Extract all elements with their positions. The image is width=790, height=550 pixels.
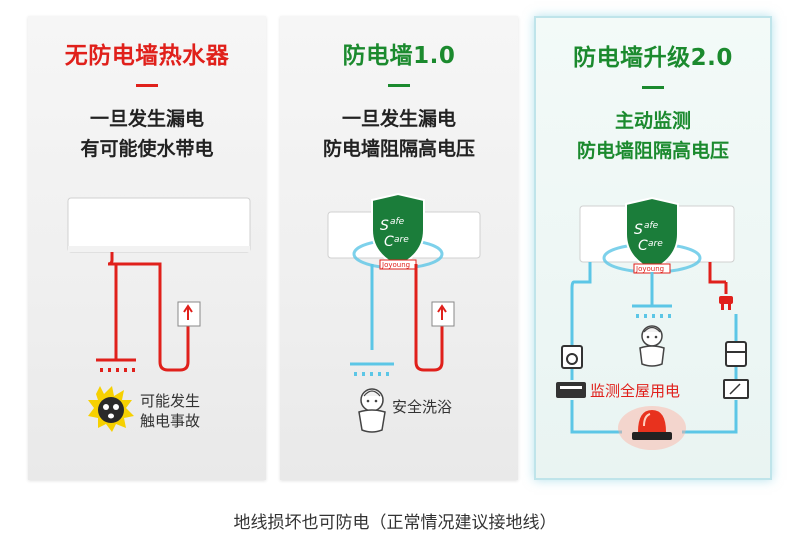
panel-line-2: 有可能使水带电 [80,138,214,160]
safe-care-shield-icon: S afe C are Joyoung [625,196,679,274]
panel-title: 防电墙升级2.0 [573,45,733,71]
wire-loop [116,262,190,372]
red-feed [708,262,726,284]
air-conditioner-icon [556,382,586,398]
plug-icon [719,296,733,310]
title-underline [388,84,410,87]
diagram-wall-2: S afe C are Joyoung [556,196,774,450]
panel-no-wall: 无防电墙热水器 一旦发生漏电 有可能使水带电 可能发生 触电事故 [28,16,266,480]
bottom-left-circuit [570,400,622,434]
tv-icon [723,379,749,399]
water-drops [100,368,135,372]
left-circuit [570,262,592,348]
safe-bath-label: 安全洗浴 [392,398,452,416]
panel-line-2: 防电墙阻隔高电压 [576,140,729,162]
svg-text:afe: afe [644,221,659,231]
shock-person-icon [88,386,134,432]
bathing-person-icon [639,325,665,367]
panel-line-1: 一旦发生漏电 [341,108,456,130]
arrow-up-icon [437,304,447,320]
svg-text:are: are [648,239,663,249]
svg-text:C: C [384,234,394,250]
water-heater [67,197,251,253]
refrigerator-icon [725,341,747,367]
svg-text:C: C [638,238,648,254]
arrow-up-icon [183,304,193,320]
panel-title: 防电墙1.0 [342,43,456,69]
title-underline [136,84,158,87]
wire-loop [414,264,444,372]
svg-text:afe: afe [390,217,405,227]
panel-line-1: 主动监测 [614,110,691,132]
panel-title: 无防电墙热水器 [64,43,230,69]
bathing-person-icon [358,388,386,433]
panel-line-1: 一旦发生漏电 [89,108,204,130]
svg-text:S: S [634,222,643,238]
svg-text:Joyoung: Joyoung [381,261,410,269]
bottom-right-circuit [682,400,738,434]
water-drops [354,372,389,376]
shock-label-1: 可能发生 [140,392,200,410]
svg-text:Joyoung: Joyoung [635,265,664,273]
panel-line-2: 防电墙阻隔高电压 [322,138,475,160]
footer-caption: 地线损坏也可防电（正常情况建议接地线） [233,513,557,533]
water-heater-base [68,246,250,252]
monitor-label: 监测全屋用电 [590,382,680,400]
safe-care-shield-icon: S afe C are Joyoung [371,192,425,270]
title-underline [642,86,664,89]
svg-text:S: S [380,218,389,234]
panel-wall-2: 防电墙升级2.0 主动监测 防电墙阻隔高电压 S afe C are Joyou… [534,16,772,480]
svg-text:are: are [394,235,409,245]
panel-wall-1: 防电墙1.0 一旦发生漏电 防电墙阻隔高电压 S afe C are Joyou… [280,16,518,480]
shock-label-2: 触电事故 [140,412,200,430]
water-drops [636,314,671,318]
alarm-light-icon [618,406,686,450]
diagram-no-wall: 可能发生 触电事故 [67,197,251,432]
hot-pipe [107,252,120,266]
diagram-wall-1: S afe C are Joyoung 安全洗浴 [327,192,481,433]
washing-machine-icon [561,345,583,369]
